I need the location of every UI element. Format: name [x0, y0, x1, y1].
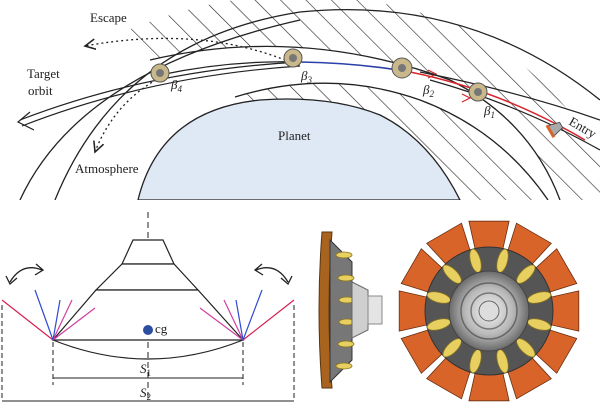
inner-atmosphere-band — [240, 83, 545, 200]
entry-capsule-icon — [545, 121, 564, 139]
right-flaps — [199, 289, 295, 341]
planet-label: Planet — [278, 128, 311, 143]
spacecraft-icon-beta4 — [150, 63, 170, 83]
escape-trajectory — [85, 37, 291, 63]
s1-label: S1 — [140, 361, 151, 378]
top-diagram: Escape Target orbit Atmosphere Planet En… — [16, 0, 600, 200]
cross-section-diagram: cg S1 S2 — [1, 212, 295, 402]
beta1-label: β1 — [483, 103, 495, 120]
heat-shield-curve — [52, 339, 244, 360]
target-label: Target — [27, 66, 60, 81]
spacecraft-icon-beta2 — [391, 57, 413, 79]
side-view-render — [318, 231, 383, 389]
front-view-render — [398, 220, 580, 402]
yellow-panels — [426, 248, 552, 374]
right-rotation-arrow — [255, 267, 289, 283]
orbit-label: orbit — [28, 83, 53, 98]
escape-label: Escape — [90, 10, 127, 25]
planet-shape — [137, 98, 461, 200]
beta2-label: β2 — [422, 82, 434, 99]
spacecraft-icon-beta1 — [468, 82, 488, 102]
cg-label: cg — [155, 321, 168, 336]
left-flaps — [1, 289, 96, 341]
beta4-label: β4 — [170, 77, 182, 94]
atmosphere-label: Atmosphere — [75, 161, 139, 176]
left-rotation-arrow — [9, 267, 43, 283]
outer-atmosphere-band — [128, 0, 600, 200]
capsule-outline — [121, 239, 175, 265]
s2-label: S2 — [140, 385, 151, 402]
beta3-label: β3 — [300, 68, 312, 85]
spacecraft-icon-beta3 — [283, 48, 303, 68]
cg-dot — [143, 325, 153, 335]
